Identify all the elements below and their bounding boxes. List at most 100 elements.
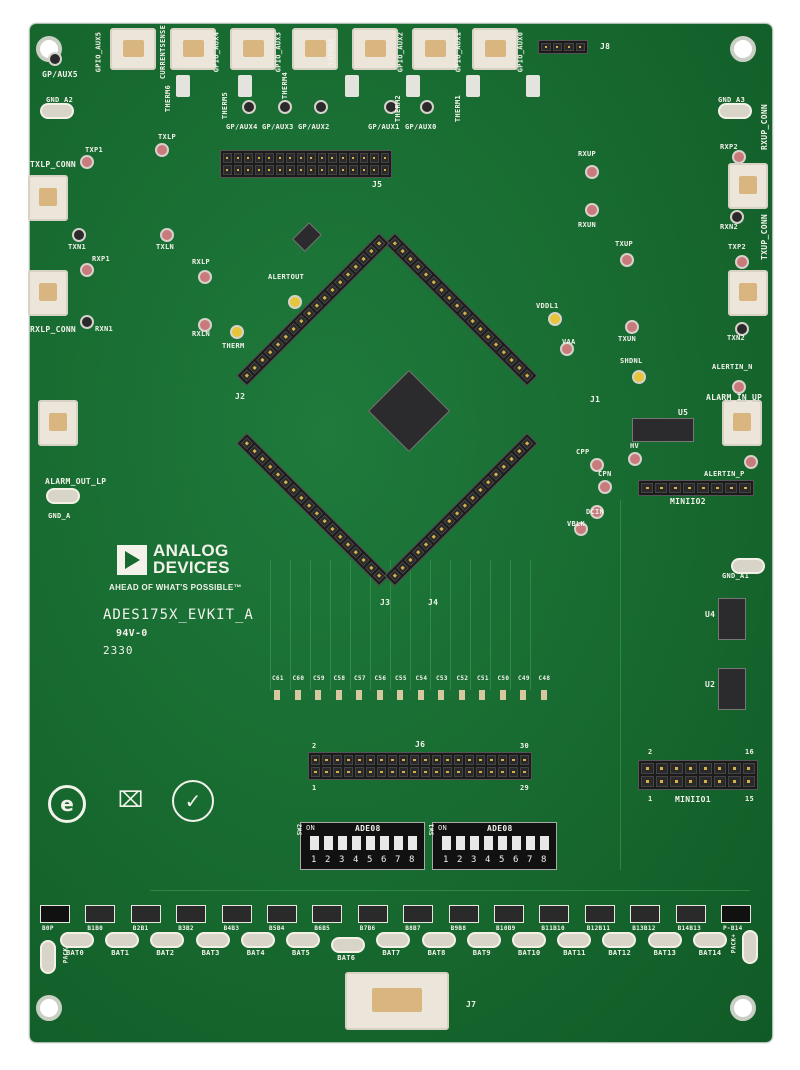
test-point[interactable] bbox=[80, 315, 94, 329]
dip-toggle[interactable] bbox=[324, 836, 333, 850]
therm-jumper[interactable] bbox=[406, 75, 420, 97]
test-point[interactable] bbox=[585, 165, 599, 179]
gpio-connector[interactable] bbox=[472, 28, 518, 70]
dip-toggle[interactable] bbox=[408, 836, 417, 850]
side-connector[interactable] bbox=[38, 400, 78, 446]
test-point[interactable] bbox=[48, 52, 62, 66]
test-point[interactable] bbox=[288, 295, 302, 309]
cell-jumper[interactable] bbox=[221, 905, 252, 923]
dip-switch[interactable] bbox=[300, 822, 425, 870]
test-point[interactable] bbox=[560, 342, 574, 356]
test-point[interactable] bbox=[625, 320, 639, 334]
therm-jumper[interactable] bbox=[238, 75, 252, 97]
battery-pad[interactable] bbox=[376, 932, 411, 948]
cell-jumper[interactable] bbox=[630, 905, 661, 923]
battery-pad[interactable] bbox=[60, 932, 94, 948]
cell-jumper[interactable] bbox=[721, 905, 751, 923]
therm-jumper[interactable] bbox=[345, 75, 359, 97]
gpio-connector[interactable] bbox=[352, 28, 398, 70]
test-point[interactable] bbox=[585, 203, 599, 217]
battery-pad[interactable] bbox=[150, 932, 185, 948]
battery-pad[interactable] bbox=[105, 932, 140, 948]
header-miniio2[interactable] bbox=[638, 480, 754, 496]
battery-pad[interactable] bbox=[692, 932, 727, 948]
cell-jumper[interactable] bbox=[539, 905, 570, 923]
cell-jumper[interactable] bbox=[448, 905, 479, 923]
side-connector[interactable] bbox=[28, 270, 68, 316]
pack-minus-pad[interactable] bbox=[40, 940, 56, 974]
test-point[interactable] bbox=[574, 522, 588, 536]
test-point[interactable] bbox=[598, 480, 612, 494]
cell-jumper[interactable] bbox=[403, 905, 434, 923]
gnd-pad[interactable] bbox=[718, 103, 752, 119]
cell-jumper[interactable] bbox=[494, 905, 524, 923]
test-point[interactable] bbox=[80, 155, 94, 169]
dip-toggle[interactable] bbox=[352, 836, 361, 850]
gpio-connector[interactable] bbox=[110, 28, 156, 70]
cell-jumper[interactable] bbox=[130, 905, 161, 923]
test-point[interactable] bbox=[198, 270, 212, 284]
gpio-connector[interactable] bbox=[170, 28, 216, 70]
battery-pad[interactable] bbox=[195, 932, 230, 948]
test-point[interactable] bbox=[314, 100, 328, 114]
header-j6[interactable] bbox=[308, 752, 532, 780]
battery-pad[interactable] bbox=[240, 932, 275, 948]
cell-jumper[interactable] bbox=[675, 905, 706, 923]
test-point[interactable] bbox=[278, 100, 292, 114]
dip-toggle[interactable] bbox=[484, 836, 493, 850]
dip-toggle[interactable] bbox=[470, 836, 479, 850]
dip-toggle[interactable] bbox=[456, 836, 465, 850]
cell-jumper[interactable] bbox=[176, 905, 207, 923]
test-point[interactable] bbox=[590, 458, 604, 472]
test-point[interactable] bbox=[732, 150, 746, 164]
bottom-connector-j7[interactable] bbox=[345, 972, 449, 1030]
cell-jumper[interactable] bbox=[40, 905, 70, 923]
dip-switch[interactable] bbox=[432, 822, 557, 870]
cell-jumper[interactable] bbox=[312, 905, 343, 923]
dip-toggle[interactable] bbox=[366, 836, 375, 850]
side-connector[interactable] bbox=[728, 163, 768, 209]
dip-toggle[interactable] bbox=[380, 836, 389, 850]
therm-jumper[interactable] bbox=[176, 75, 190, 97]
dip-toggle[interactable] bbox=[394, 836, 403, 850]
test-point[interactable] bbox=[242, 100, 256, 114]
test-point[interactable] bbox=[744, 455, 758, 469]
cell-jumper[interactable] bbox=[267, 905, 297, 923]
test-point[interactable] bbox=[632, 370, 646, 384]
gnd-pad[interactable] bbox=[731, 558, 765, 574]
gnd-pad[interactable] bbox=[40, 103, 74, 119]
test-point[interactable] bbox=[384, 100, 398, 114]
battery-pad[interactable] bbox=[286, 932, 320, 948]
test-point[interactable] bbox=[735, 255, 749, 269]
header-miniio1[interactable] bbox=[638, 760, 758, 790]
test-point[interactable] bbox=[198, 318, 212, 332]
cell-jumper[interactable] bbox=[85, 905, 116, 923]
test-point[interactable] bbox=[160, 228, 174, 242]
test-point[interactable] bbox=[80, 263, 94, 277]
test-point[interactable] bbox=[732, 380, 746, 394]
dip-toggle[interactable] bbox=[512, 836, 521, 850]
test-point[interactable] bbox=[230, 325, 244, 339]
therm-jumper[interactable] bbox=[466, 75, 480, 97]
test-point[interactable] bbox=[730, 210, 744, 224]
test-point[interactable] bbox=[620, 253, 634, 267]
test-point[interactable] bbox=[590, 505, 604, 519]
battery-pad[interactable] bbox=[602, 932, 637, 948]
battery-pad[interactable] bbox=[421, 932, 456, 948]
test-point[interactable] bbox=[628, 452, 642, 466]
gpio-connector[interactable] bbox=[412, 28, 458, 70]
therm-jumper[interactable] bbox=[526, 75, 540, 97]
dip-toggle[interactable] bbox=[310, 836, 319, 850]
test-point[interactable] bbox=[155, 143, 169, 157]
side-connector[interactable] bbox=[28, 175, 68, 221]
gpio-connector[interactable] bbox=[292, 28, 338, 70]
test-point[interactable] bbox=[420, 100, 434, 114]
test-point[interactable] bbox=[72, 228, 86, 242]
side-connector[interactable] bbox=[722, 400, 762, 446]
side-connector[interactable] bbox=[728, 270, 768, 316]
cell-jumper[interactable] bbox=[584, 905, 615, 923]
test-point[interactable] bbox=[735, 322, 749, 336]
battery-pad[interactable] bbox=[557, 932, 592, 948]
dip-toggle[interactable] bbox=[442, 836, 451, 850]
header-j5[interactable] bbox=[220, 150, 392, 178]
